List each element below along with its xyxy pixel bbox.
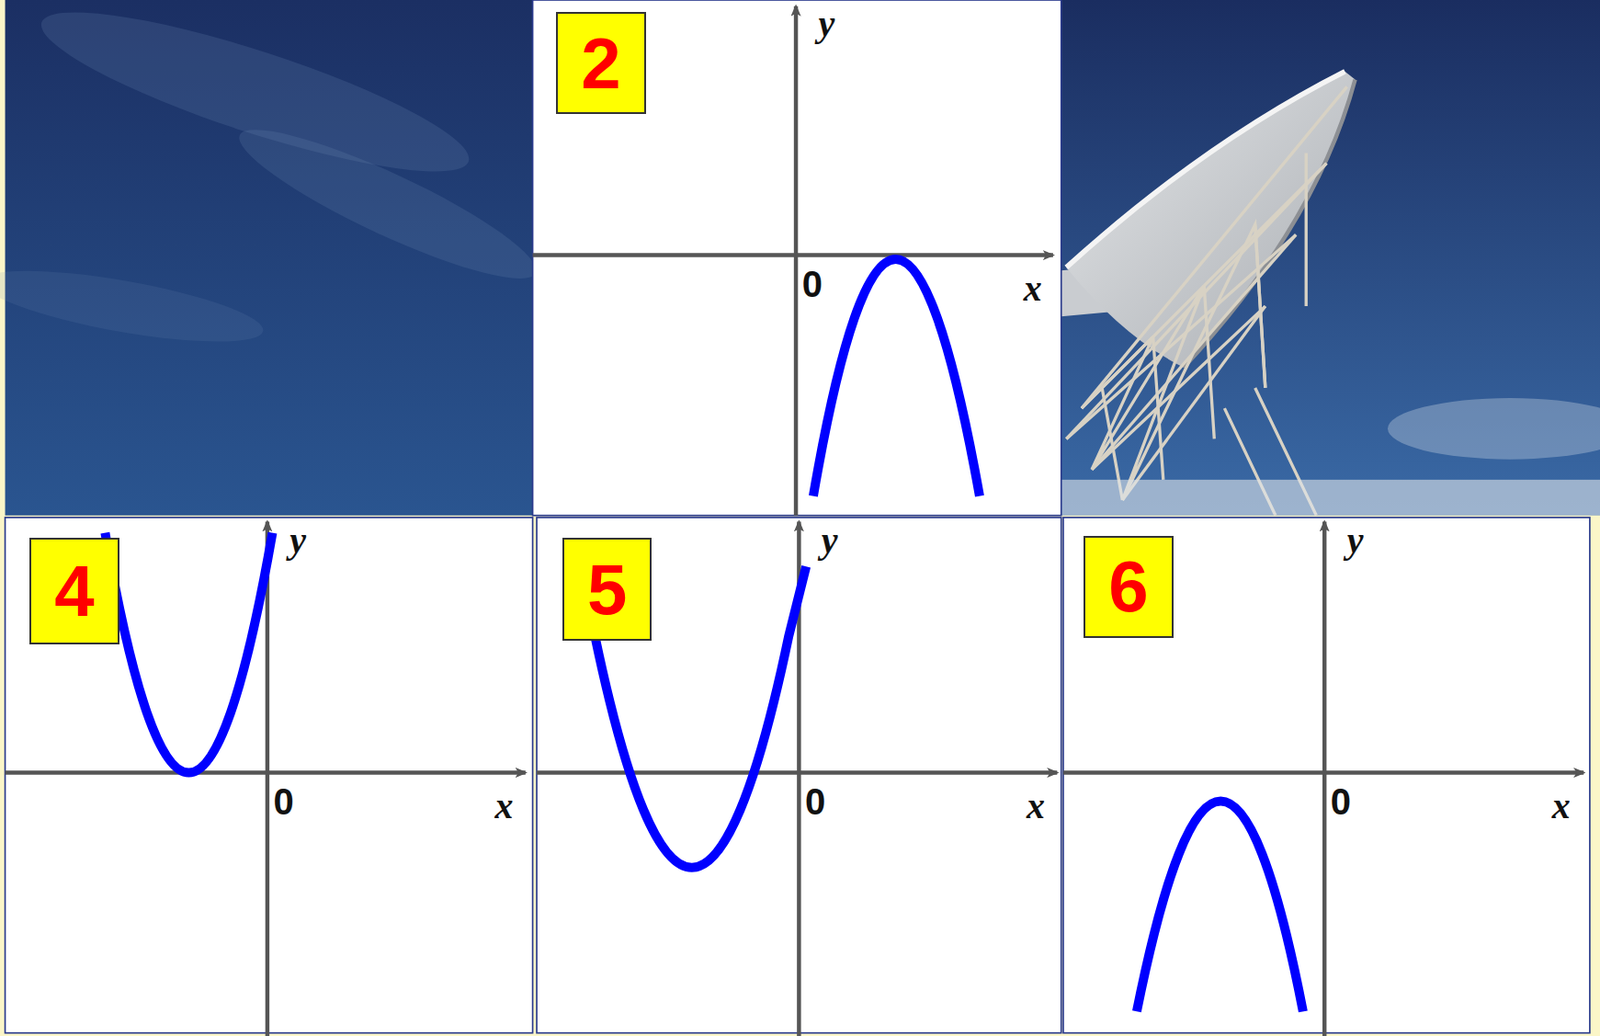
origin-label: 0 [1330,782,1351,820]
callout-number: 5 [587,553,627,625]
dish-photo [1061,0,1600,516]
axis-name: x [1026,787,1045,825]
callout-number-box: 2 [556,11,647,114]
axis-name: y [817,5,835,43]
callout-number: 4 [54,555,94,627]
sky-photo [0,0,549,516]
axis-name: y [289,521,307,559]
callout-number-box: 4 [29,537,120,644]
parabola-curves [104,259,1304,1011]
origin-label: 0 [802,265,823,303]
axis-name: x [1023,270,1043,307]
origin-label: 0 [805,782,826,820]
axes [5,6,1585,1036]
callout-number: 6 [1108,550,1148,623]
axis-name: x [1552,787,1571,825]
origin-label: 0 [273,782,295,820]
callout-number-box: 6 [1083,535,1174,638]
axis-name: y [821,521,839,559]
callout-number: 2 [580,27,621,100]
axis-name: y [1347,521,1364,559]
axis-name: x [495,787,514,825]
callout-number-box: 5 [562,537,653,641]
